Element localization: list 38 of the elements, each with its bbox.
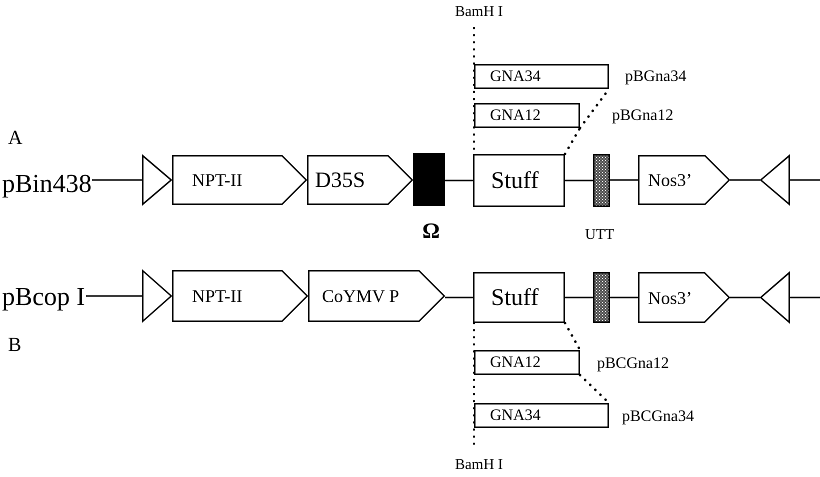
backbone-line (610, 179, 638, 181)
backbone-line (445, 180, 473, 182)
site-label: BamH I (455, 458, 503, 473)
gene-label: GNA12 (490, 108, 541, 124)
element-label: UTT (585, 228, 614, 243)
gene-label: Stuff (491, 168, 539, 192)
dotted-connector (564, 126, 582, 156)
backbone-line (730, 296, 760, 298)
gene-label: Nos3’ (648, 171, 692, 189)
site-label: BamH I (455, 5, 503, 20)
plasmid-name: pBin438 (2, 169, 92, 198)
construct-label: pBGna12 (612, 108, 674, 124)
backbone-line (565, 296, 593, 298)
gene-label: CoYMV P (322, 287, 400, 305)
backbone-line (445, 296, 473, 298)
backbone-line (790, 296, 820, 298)
panel-letter: B (8, 335, 22, 355)
gene-label: Nos3’ (648, 288, 692, 306)
gene-label: GNA34 (490, 408, 541, 424)
backbone-line (92, 179, 142, 181)
gene-label: NPT-II (192, 287, 242, 305)
backbone-line (86, 295, 142, 297)
omega-symbol: Ω (422, 220, 440, 242)
construct-label: pBCGna34 (622, 409, 694, 425)
panel-letter: A (8, 128, 22, 148)
gene-label: Stuff (491, 286, 539, 310)
plasmid-name: pBcop I (2, 282, 86, 311)
backbone-line (730, 179, 760, 181)
gene-label: GNA34 (490, 68, 541, 84)
construct-label: pBCGna12 (597, 356, 669, 372)
backbone-line (790, 179, 820, 181)
backbone-line (610, 296, 638, 298)
gene-label: NPT-II (192, 171, 242, 189)
construct-label: pBGna34 (625, 69, 686, 85)
backbone-line (565, 180, 593, 182)
gene-label: D35S (315, 169, 366, 191)
dotted-connector (564, 322, 582, 352)
gene-label: GNA12 (490, 354, 541, 370)
